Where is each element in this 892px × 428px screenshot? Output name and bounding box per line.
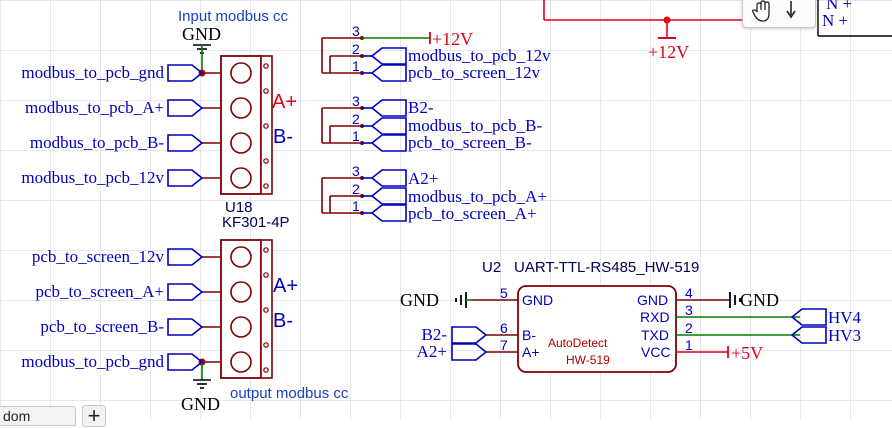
joiner-1-pin-2: 2 [352,41,360,57]
top-net-label-1: modbus_to_pcb_gnd [21,63,164,82]
top-flag-3 [167,134,203,152]
module-pin-2-name: TXD [641,327,669,343]
joiner-2-net-3: pcb_to_screen_B- [408,133,532,152]
module-inner-1: AutoDetect [548,336,608,350]
top-flag-4 [167,169,203,187]
joiner-1-net-3: pcb_to_screen_12v [408,63,541,82]
joiner-1-body [321,32,431,82]
bottom-net-label-1: pcb_to_screen_12v [32,247,165,266]
module-ref: U2 [482,259,501,276]
module-body [517,285,677,373]
top-12v-rail: +12V [543,0,742,62]
joiner-2-body [321,99,407,152]
top-right-label-2: N + [822,11,848,30]
add-sheet-button[interactable]: + [82,405,106,427]
top-net-label-3: modbus_to_pcb_B- [30,133,164,152]
top-flag-1 [167,64,203,82]
joiner-3-net-3: pcb_to_screen_A+ [408,204,537,223]
module-pin-2-num: 2 [685,320,693,336]
module-left-pins [451,292,518,361]
tab-sheet[interactable]: dom [0,406,76,426]
module-right-pins [676,292,827,358]
connector-bottom-side-b: B- [273,310,293,332]
joiner-2-pin-2: 2 [352,111,360,127]
bottom-flag-3 [167,318,203,336]
module-pin-3-name: RXD [640,309,670,325]
joiner-2-net-1: B2- [408,98,434,117]
joiner-1-pin-3: 3 [352,23,360,39]
connector-top-value: KF301-4P [222,214,290,231]
cursor-arrow-icon[interactable] [786,1,796,19]
module-right-net-1: HV4 [828,308,862,327]
joiner-1-net-1: +12V [432,29,473,49]
module-vcc-label: +5V [731,343,763,363]
module-left-gnd-label: GND [400,290,439,310]
connector-top-gnd-symbol [193,44,211,77]
module-pin-6-name: B- [522,327,536,343]
connector-bottom-gnd-label: GND [181,394,220,414]
joiner-3-pin-3: 3 [352,163,360,179]
connector-bottom-title: output modbus cc [230,385,349,402]
connector-bottom-side-a: A+ [273,275,298,297]
module-left-net-2: A2+ [417,342,447,361]
joiner-2-net-2: modbus_to_pcb_B- [408,116,542,135]
module-pin-6-num: 6 [500,320,508,336]
connector-top-body [202,55,273,195]
joiner-3-body [321,169,407,222]
joiner-1-pin-1: 1 [352,58,360,74]
connector-top-ref: U18 [225,199,253,216]
joiner-3-net-1: A2+ [408,169,438,188]
view-tool-popover[interactable] [742,0,816,28]
connector-bottom-body [202,239,273,379]
joiner-3-net-2: modbus_to_pcb_A+ [408,187,547,206]
module-pin-5-name: GND [522,292,553,308]
top-flag-2 [167,99,203,117]
module-pin-7-num: 7 [500,337,508,353]
joiner-3-pin-1: 1 [352,198,360,214]
bottom-net-label-4: modbus_to_pcb_gnd [21,352,164,371]
top-right-label-1: N + [826,0,852,13]
bottom-flag-4 [167,353,203,371]
module-left-net-1: B2- [422,325,448,344]
top-net-label-4: modbus_to_pcb_12v [21,168,164,187]
connector-top-side-a: A+ [272,91,297,113]
connector-top-gnd-label: GND [182,24,221,44]
joiner-2-pin-1: 1 [352,128,360,144]
module-pin-1-name: VCC [641,344,671,360]
bottom-flag-2 [167,283,203,301]
module-pin-4-num: 4 [685,285,693,301]
bottom-net-label-3: pcb_to_screen_B- [40,317,164,336]
connector-top-title: Input modbus cc [178,8,289,25]
connector-top-side-b: B- [273,126,293,148]
top-net-label-2: modbus_to_pcb_A+ [25,98,164,117]
hand-pan-icon[interactable] [752,0,770,22]
module-pin-7-name: A+ [522,344,540,360]
module-value: UART-TTL-RS485_HW-519 [514,259,699,276]
module-pin-3-num: 3 [685,302,693,318]
bottom-net-label-2: pcb_to_screen_A+ [35,282,164,301]
module-pin-5-num: 5 [500,285,508,301]
top-12v-label: +12V [648,42,689,62]
module-right-net-2: HV3 [828,326,861,345]
module-pin-1-num: 1 [685,337,693,353]
module-inner-2: HW-519 [566,353,610,367]
joiner-2-pin-3: 3 [352,93,360,109]
bottom-flag-1 [167,248,203,266]
joiner-1-net-2: modbus_to_pcb_12v [408,46,551,65]
top-right-block: N + N + [817,0,892,37]
module-right-gnd-label: GND [740,290,779,310]
joiner-3-pin-2: 2 [352,181,360,197]
module-pin-4-name: GND [637,292,668,308]
